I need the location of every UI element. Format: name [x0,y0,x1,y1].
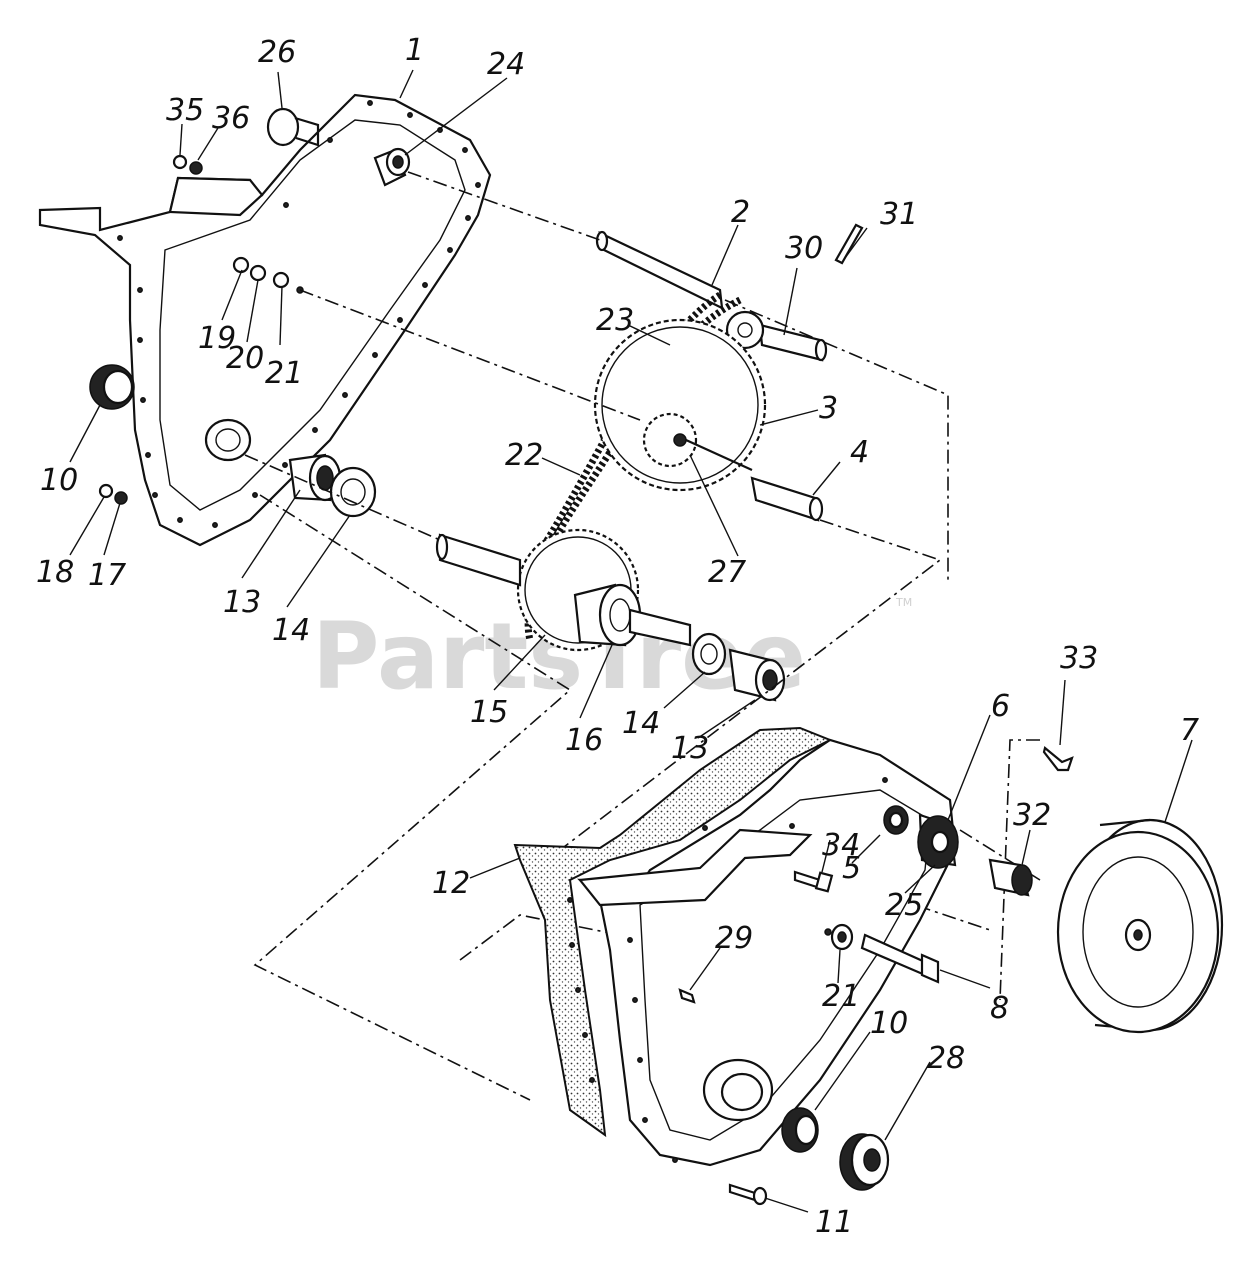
part-3-large-sprocket [593,318,767,492]
part-6-flange-bearing [917,813,959,869]
label-30: 30 [785,231,823,266]
label-13-left: 13 [223,585,261,620]
label-17: 17 [88,558,126,593]
part-10-seal-right [781,1107,819,1153]
label-21-left: 21 [265,356,303,391]
label-19: 19 [198,321,236,356]
label-14-left: 14 [272,613,310,648]
label-2: 2 [731,195,750,230]
part-17-nut [114,491,128,505]
part-5-bearing [883,805,909,835]
watermark-trademark: TM [895,596,912,609]
part-27-small-sprocket [642,412,753,472]
part-4-spacer [750,476,824,522]
label-35: 35 [166,93,204,128]
label-23: 23 [596,303,634,338]
label-13-right: 13 [671,731,709,766]
part-14-washer-left [329,466,377,518]
label-11: 11 [815,1205,853,1240]
label-27: 27 [708,555,746,590]
part-35-nut [172,154,188,170]
part-32-bushing [988,858,1033,897]
part-24-bushing [373,147,411,187]
leader-lines [69,69,1193,1213]
part-33-screw [1042,746,1074,772]
part-7-pulley [1056,818,1224,1034]
part-8-bolt [860,933,940,984]
left-chain-case-housing [38,93,492,547]
label-31: 31 [880,197,918,232]
part-16-hub-shaft [435,533,692,647]
part-21-washer-right [824,923,854,951]
label-10-left: 10 [40,463,78,498]
label-16: 16 [565,723,603,758]
label-4: 4 [850,435,869,470]
part-10-seal-left [89,364,135,410]
part-34-bolt [793,870,834,893]
label-15: 15 [470,695,508,730]
part-31-pin [834,223,864,265]
label-34: 34 [822,828,860,863]
part-29-screw [678,988,696,1004]
label-29: 29 [715,921,753,956]
part-14-washer-right [691,632,727,676]
part-28-cap [839,1133,890,1191]
part-18-nut [98,483,114,499]
label-10-right: 10 [870,1006,908,1041]
label-32: 32 [1013,798,1051,833]
part-number-labels: 1 26 24 35 36 2 31 30 23 19 20 21 3 22 4… [36,33,1199,1240]
part-13-bearing-right [728,648,786,702]
label-6: 6 [991,689,1010,724]
part-26-cap [266,107,320,147]
label-14-right: 14 [622,706,660,741]
label-1: 1 [405,33,424,68]
label-8: 8 [990,991,1009,1026]
label-3: 3 [819,391,838,426]
label-7: 7 [1180,713,1199,748]
right-chain-case-housing [513,726,957,1167]
label-28: 28 [927,1041,965,1076]
label-24: 24 [487,47,525,82]
housing-holes [117,100,481,528]
label-26: 26 [258,35,296,70]
part-36-nut [189,161,203,175]
label-33: 33 [1060,641,1098,676]
label-5: 5 [842,851,861,886]
label-25: 25 [885,888,923,923]
part-11-screw [728,1183,768,1206]
label-22: 22 [505,438,543,473]
label-18: 18 [36,555,74,590]
label-36: 36 [212,101,250,136]
label-20: 20 [226,341,264,376]
part-30-sprocket-shaft [725,310,828,362]
part-2-shaft [595,230,724,310]
label-21-right: 21 [822,979,860,1014]
label-12: 12 [432,866,470,901]
